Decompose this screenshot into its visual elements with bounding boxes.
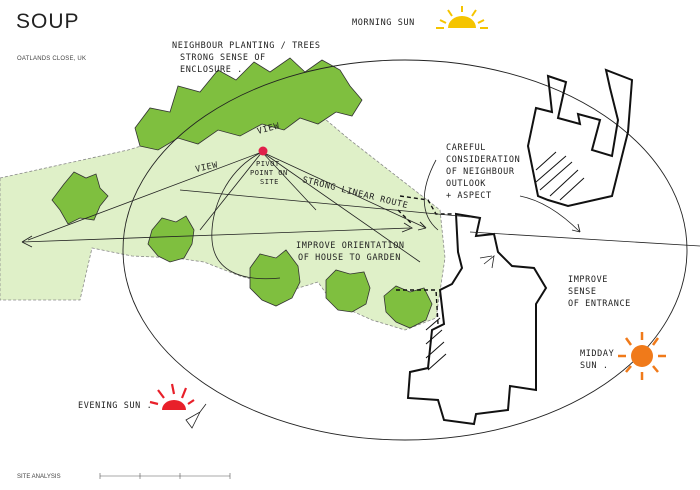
neighbour-house-hatch xyxy=(535,151,585,201)
annotation-improve-entrance-2: SENSE xyxy=(568,287,597,297)
location-label: OATLANDS CLOSE, UK xyxy=(17,56,87,62)
annotation-neighbour-planting-3: ENCLOSURE . xyxy=(180,65,243,75)
tree-west xyxy=(51,171,109,225)
tree-south-3 xyxy=(383,285,433,329)
extension-boundary xyxy=(396,195,452,325)
neighbour-tree-mass xyxy=(134,57,363,151)
annotation-careful-4: OUTLOOK xyxy=(446,179,486,189)
scale-bar xyxy=(99,473,231,479)
tree-centre xyxy=(147,215,195,263)
annotation-evening-sun: EVENING SUN . xyxy=(78,401,152,411)
annotation-pivot-point-3: SITE xyxy=(260,178,279,186)
evening-sun-icon xyxy=(149,383,195,410)
morning-sun-icon xyxy=(436,6,488,29)
pivot-point-marker xyxy=(258,146,268,156)
tree-south-2 xyxy=(325,269,371,313)
annotation-morning-sun: MORNING SUN xyxy=(352,18,415,28)
annotation-improve-orientation-1: IMPROVE ORIENTATION xyxy=(296,241,405,251)
entry-marker-icon-2 xyxy=(479,255,495,269)
neighbour-house xyxy=(526,68,634,208)
annotation-neighbour-planting-1: NEIGHBOUR PLANTING / TREES xyxy=(172,41,321,51)
annotation-careful-1: CAREFUL xyxy=(446,143,486,153)
existing-house-hatch xyxy=(425,317,447,371)
annotation-improve-entrance-3: OF ENTRANCE xyxy=(568,299,631,309)
midday-sun-icon xyxy=(618,332,666,380)
sheet-title: SITE ANALYSIS xyxy=(17,474,61,480)
annotation-careful-5: + ASPECT xyxy=(446,191,492,201)
annotation-view-2: VIEW xyxy=(195,160,220,175)
existing-house xyxy=(406,212,548,426)
annotation-pivot-point-1: PIVOT xyxy=(256,160,280,168)
annotation-pivot-point-2: POINT ON xyxy=(250,169,288,177)
annotation-midday-sun-1: MIDDAY xyxy=(580,349,614,359)
sun-path-circle xyxy=(122,59,688,441)
arrowheads xyxy=(21,221,581,248)
annotation-improve-entrance-1: IMPROVE xyxy=(568,275,608,285)
annotation-careful-3: OF NEIGHBOUR xyxy=(446,167,515,177)
annotation-midday-sun-2: SUN . xyxy=(580,361,609,371)
tree-south-1 xyxy=(249,249,301,307)
annotation-neighbour-planting-2: STRONG SENSE OF xyxy=(180,53,266,63)
annotation-careful-2: CONSIDERATION xyxy=(446,155,520,165)
sight-lines xyxy=(21,151,700,280)
brand-logo: SOUP xyxy=(16,10,80,33)
annotation-improve-orientation-2: OF HOUSE TO GARDEN xyxy=(298,253,401,263)
entry-marker-icon xyxy=(185,403,207,429)
